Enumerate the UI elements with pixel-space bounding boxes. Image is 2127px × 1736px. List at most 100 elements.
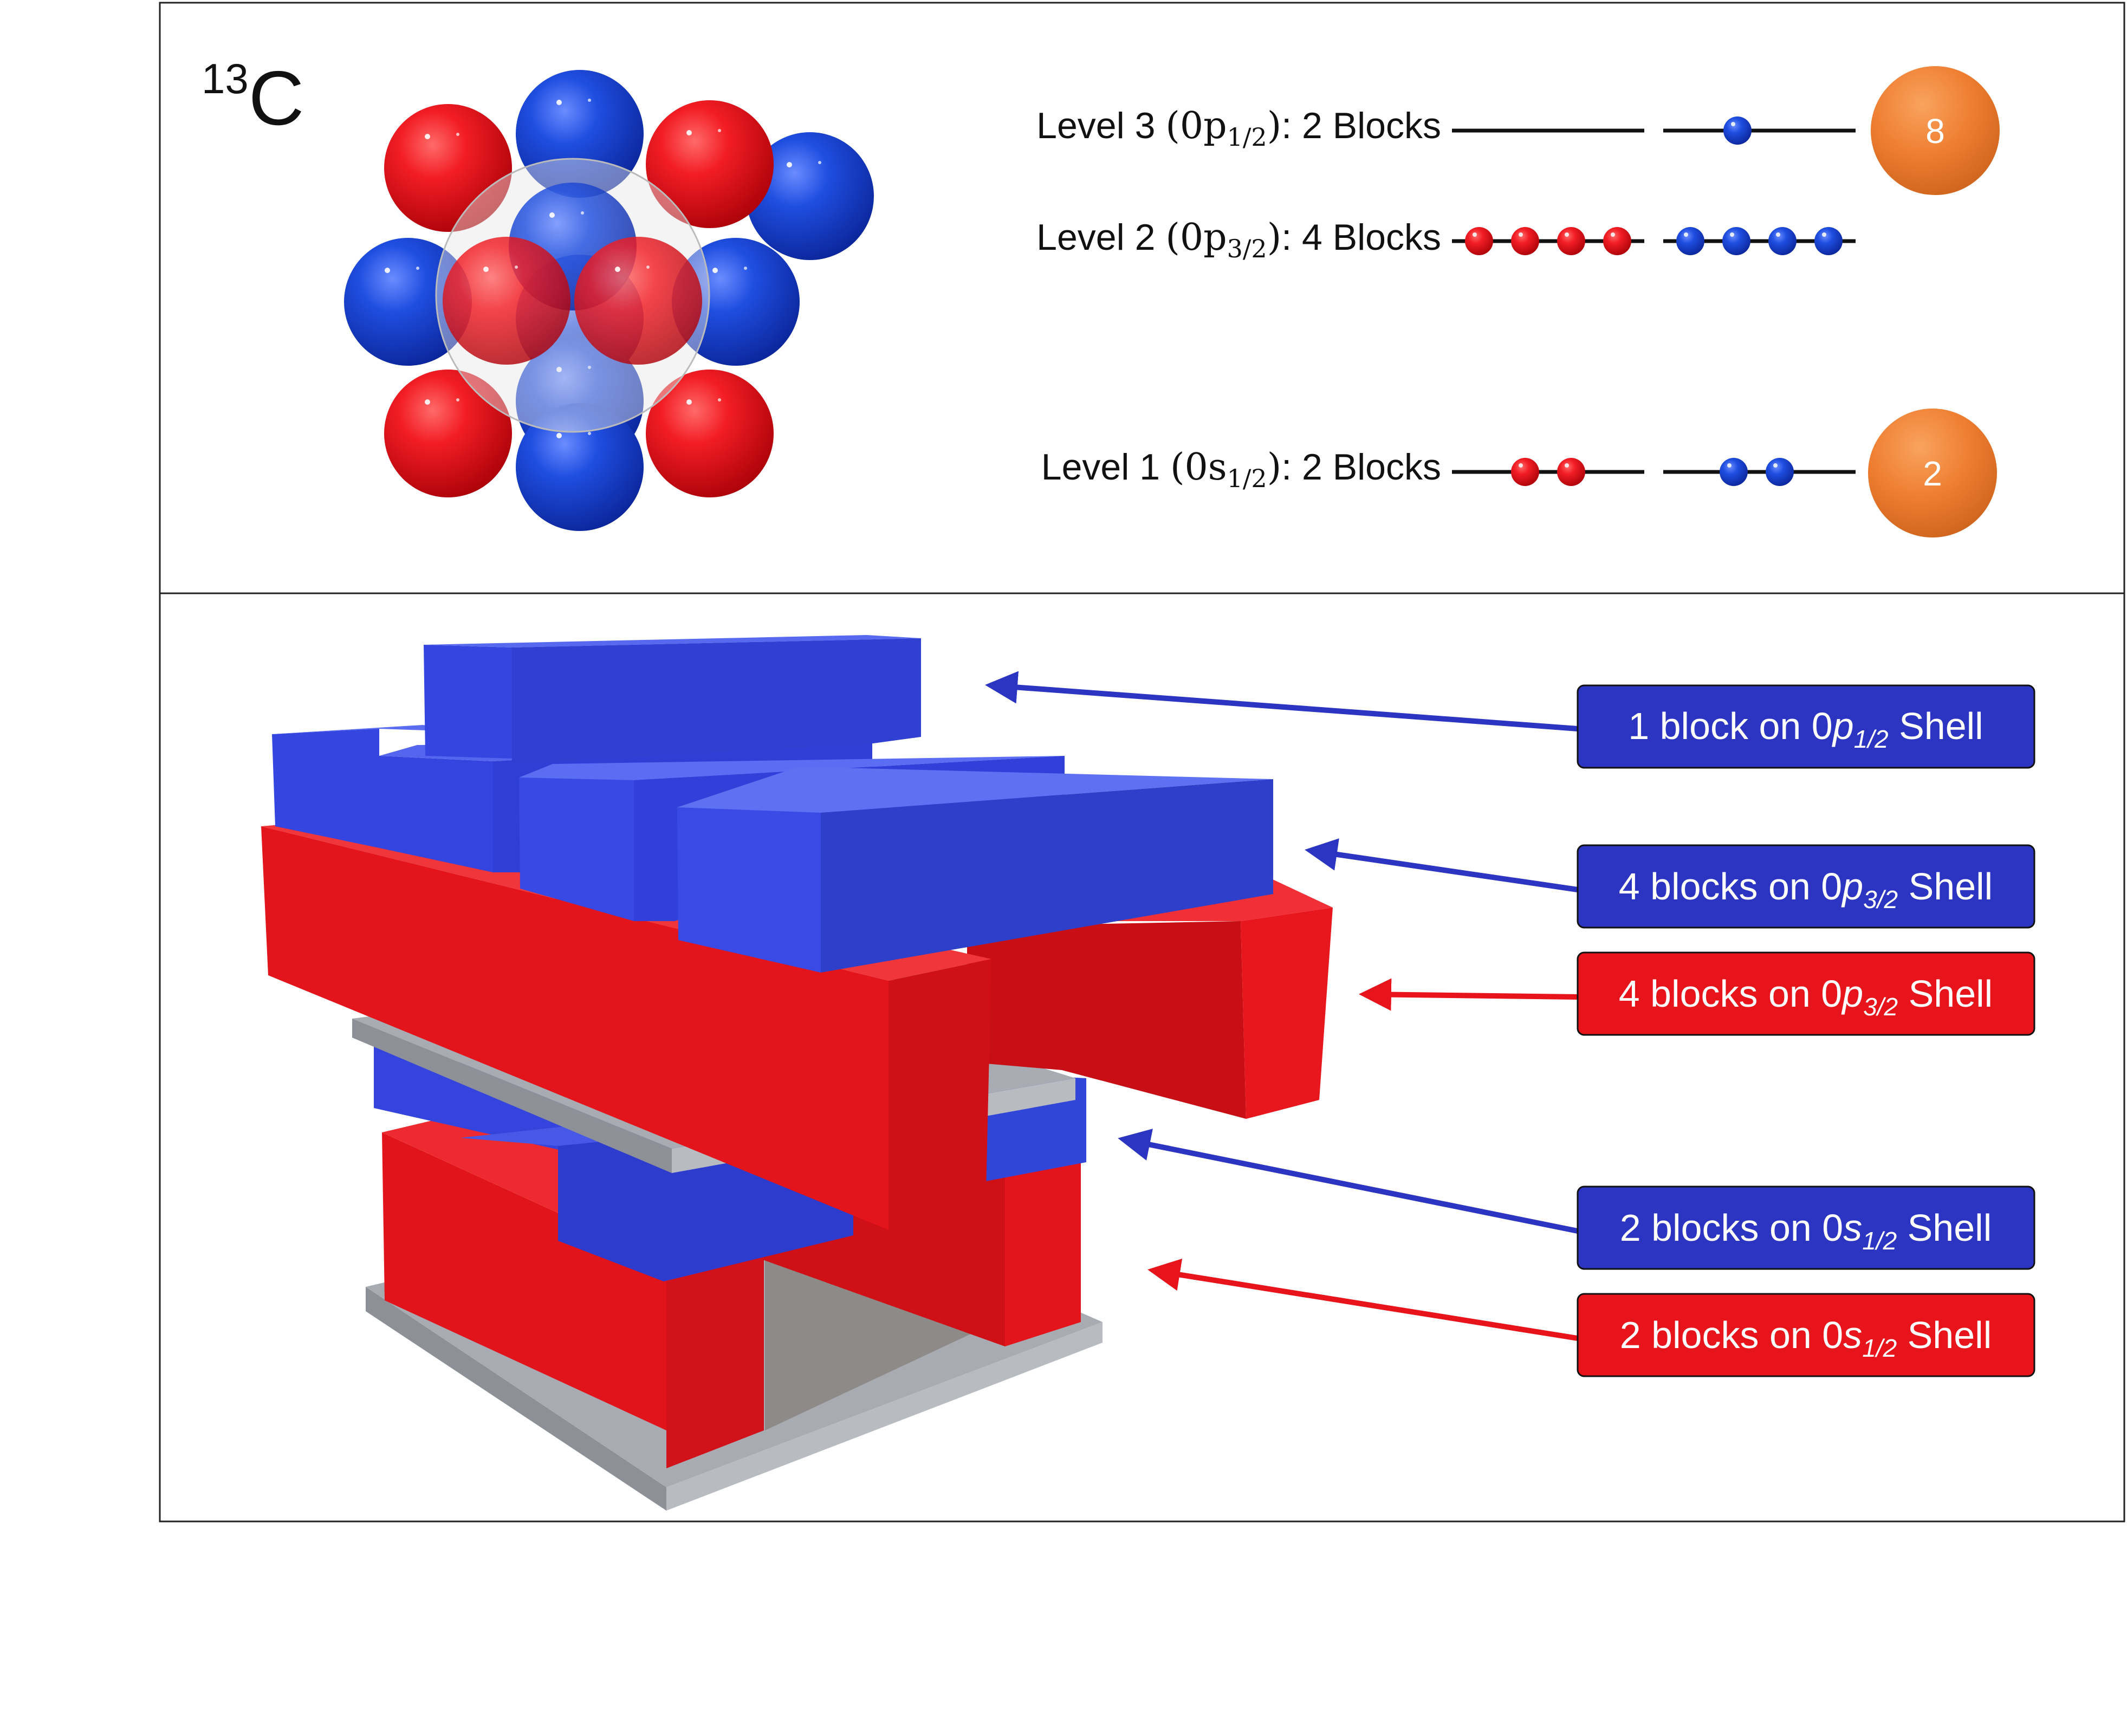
neutron-sphere: [746, 132, 874, 260]
sphere-highlight: [456, 398, 459, 401]
sphere-highlight: [549, 212, 555, 218]
sphere-highlight: [718, 129, 721, 132]
blue-block-top-side: [512, 638, 921, 764]
callout-3-text: 4 blocks on 0p3/2 Shell: [1619, 973, 1993, 1021]
callout-arrows: [985, 671, 1578, 1341]
dot-highlight: [1684, 232, 1688, 237]
neutron-sphere: [516, 403, 644, 531]
neutron-dot: [1768, 227, 1797, 255]
red-block-p-right-side: [1241, 908, 1333, 1119]
dot-highlight: [1727, 463, 1732, 468]
sphere-highlight: [588, 366, 591, 369]
bottom-plate-side: [666, 1322, 1103, 1511]
neutron-dot: [1814, 227, 1843, 255]
blue-block-top-front: [424, 645, 512, 759]
red-block-p-right-front: [967, 921, 1246, 1119]
dot-highlight: [1730, 232, 1734, 237]
bottom-panel-frame: [159, 592, 2125, 1523]
sphere-highlight: [646, 265, 650, 269]
level-lines: [1452, 116, 1856, 486]
red-block-s-front-side: [666, 1235, 764, 1468]
sphere-highlight: [515, 265, 518, 269]
neutron-dot: [1723, 116, 1752, 145]
magic-number-2-text: 2: [1923, 454, 1942, 493]
sphere-highlight: [588, 99, 591, 102]
nucleus-illustration: [344, 70, 874, 531]
arrow-5: [1147, 1258, 1578, 1341]
proton-sphere: [384, 104, 512, 232]
arrow-1: [985, 671, 1578, 731]
mass-number: 13: [202, 55, 249, 102]
callout-1-text: 1 block on 0p1/2 Shell: [1628, 705, 1983, 753]
dot-highlight: [1473, 232, 1477, 237]
magic-number-8: 8: [1871, 66, 2000, 195]
middle-plate-front: [352, 1019, 672, 1173]
sphere-highlight: [712, 268, 718, 273]
arrow-2: [1305, 838, 1578, 892]
dot-highlight: [1611, 232, 1615, 237]
callout-5: 2 blocks on 0s1/2 Shell: [1577, 1293, 2035, 1377]
callout-4-box: [1577, 1186, 2035, 1270]
sphere-highlight: [425, 134, 430, 139]
sphere-highlight: [787, 162, 792, 167]
proton-dot: [1511, 458, 1539, 486]
blue-block-p-3-top: [519, 756, 1065, 780]
dot-highlight: [1519, 463, 1523, 468]
dot-highlight: [1565, 463, 1569, 468]
callout-2-box: [1577, 844, 2035, 929]
proton-sphere: [646, 370, 774, 497]
sphere-highlight: [744, 267, 747, 270]
neutron-dot: [1766, 458, 1794, 486]
callout-3-box: [1577, 951, 2035, 1036]
proton-sphere: [574, 237, 702, 365]
dot-highlight: [1565, 232, 1569, 237]
neutron-sphere: [344, 238, 472, 366]
callout-5-box: [1577, 1293, 2035, 1377]
sphere-highlight: [588, 432, 591, 435]
block-stack: [261, 635, 1333, 1511]
sphere-highlight: [581, 211, 584, 215]
energy-levels: Level 3 (0p1/2): 2 Blocks Level 2 (0p3/2…: [1036, 66, 2000, 537]
blue-block-p-4-front: [677, 807, 821, 973]
callout-1-box: [1577, 684, 2035, 769]
neutron-dot: [1720, 458, 1748, 486]
callout-2: 4 blocks on 0p3/2 Shell: [1577, 844, 2035, 929]
sphere-highlight: [456, 133, 459, 136]
dot-highlight: [1773, 463, 1778, 468]
sphere-highlight: [556, 367, 562, 372]
sphere-highlight: [425, 399, 430, 405]
proton-dot: [1465, 227, 1493, 255]
callout-1: 1 block on 0p1/2 Shell: [1577, 684, 2035, 769]
callout-4-text: 2 blocks on 0s1/2 Shell: [1620, 1207, 1992, 1255]
proton-dot: [1603, 227, 1631, 255]
proton-dot: [1511, 227, 1539, 255]
sphere-highlight: [483, 267, 489, 272]
blue-block-top-top: [424, 635, 921, 647]
level-1-label: Level 1 (0s1/2): 2 Blocks: [1041, 446, 1441, 493]
sphere-highlight: [385, 268, 390, 273]
red-block-p-front-side: [889, 959, 991, 1230]
blue-block-p-1-front: [272, 729, 379, 848]
sphere-highlight: [556, 100, 562, 105]
element-symbol: C: [249, 55, 304, 141]
magic-number-8-text: 8: [1925, 112, 1945, 151]
sphere-highlight: [818, 161, 821, 164]
sphere-highlight: [556, 433, 562, 438]
neutron-dot: [1722, 227, 1750, 255]
neutron-dot: [1676, 227, 1704, 255]
dot-highlight: [1519, 232, 1523, 237]
magic-number-8-circle: [1871, 66, 2000, 195]
sphere-highlight: [718, 398, 721, 401]
blue-block-p-4-top: [677, 767, 1273, 813]
proton-dot: [1557, 458, 1585, 486]
level-3-label: Level 3 (0p1/2): 2 Blocks: [1036, 105, 1441, 152]
neutron-sphere: [516, 70, 644, 198]
magic-number-2: 2: [1868, 409, 1997, 537]
magic-number-2-circle: [1868, 409, 1997, 537]
arrow-3: [1359, 978, 1578, 1011]
callout-4: 2 blocks on 0s1/2 Shell: [1577, 1186, 2035, 1270]
blue-block-p-4-side: [821, 779, 1273, 973]
bottom-plate-front: [366, 1287, 666, 1511]
red-block-p-front-front: [261, 826, 889, 1230]
dot-highlight: [1776, 232, 1780, 237]
